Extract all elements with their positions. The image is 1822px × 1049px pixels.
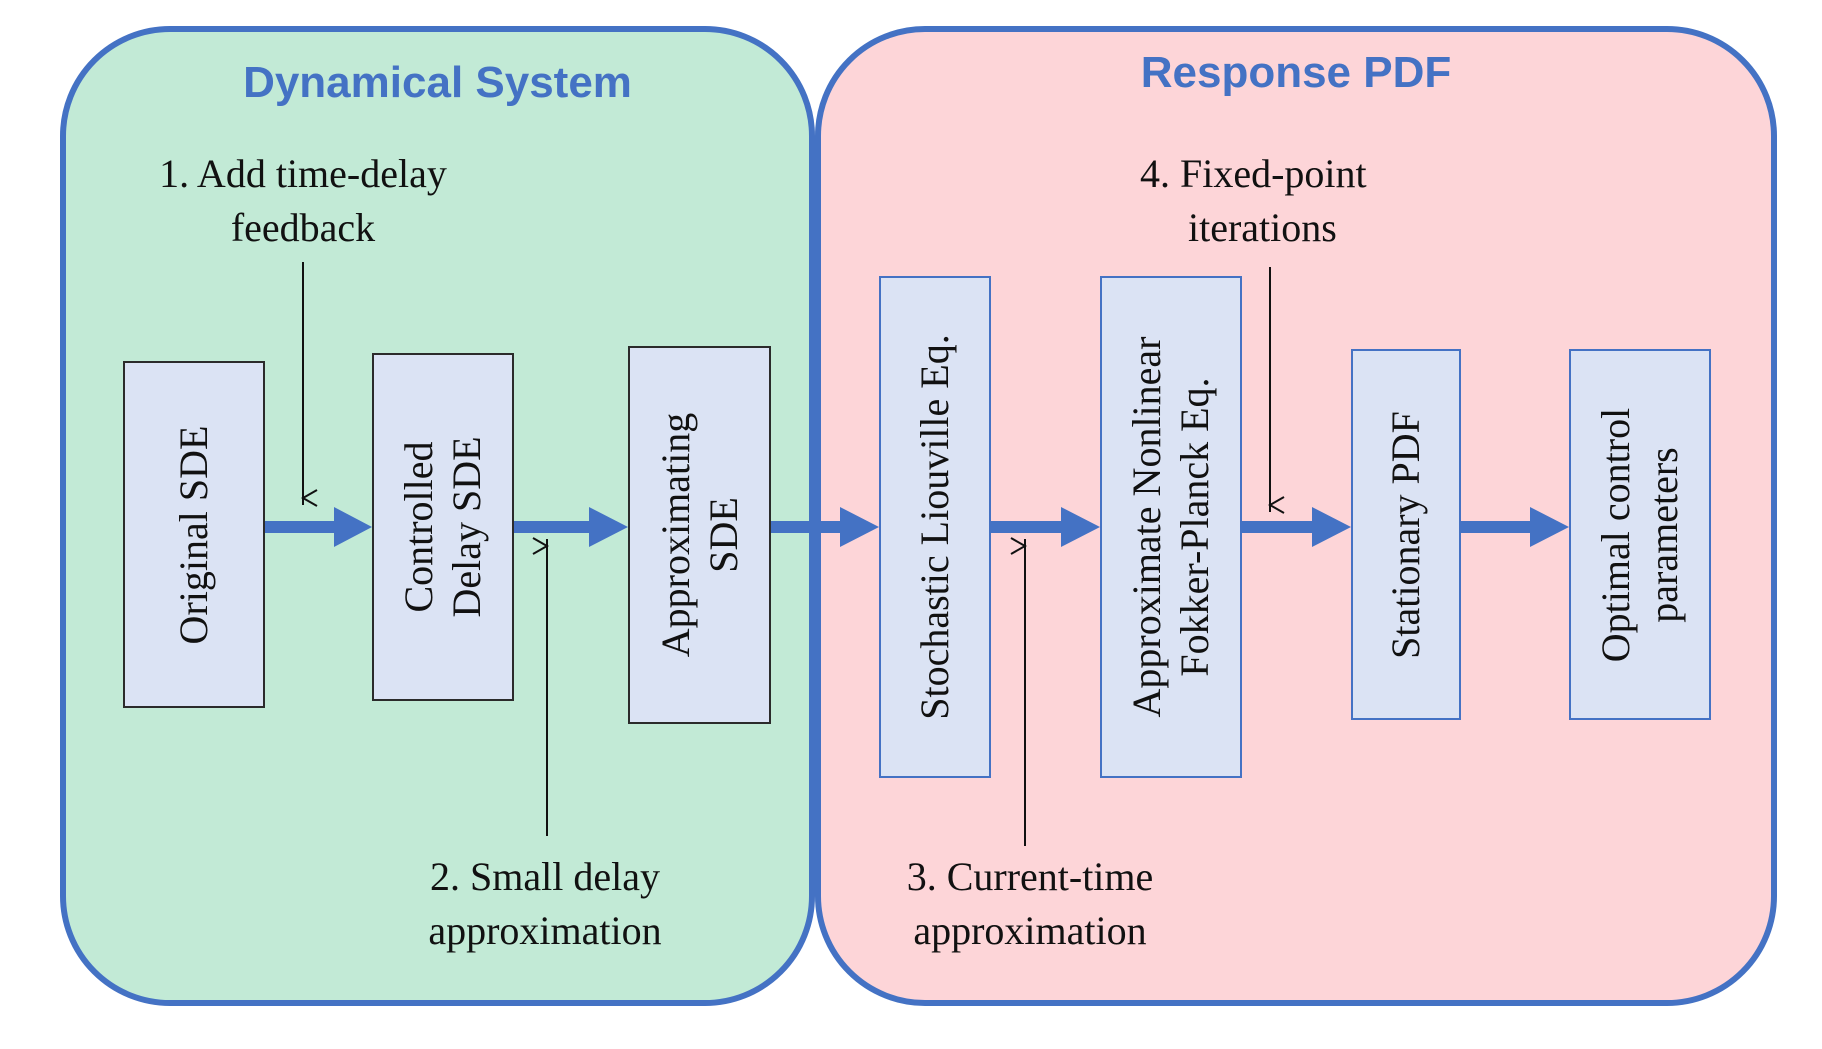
- controlled-delay-sde-label: Controlled Delay SDE: [395, 436, 491, 617]
- stochastic-liouville-line-1: Stochastic Liouville Eq.: [912, 334, 957, 720]
- optimal-control-line-1: Optimal control: [1593, 407, 1638, 662]
- step2-line-1: 2. Small delay: [430, 854, 660, 899]
- fokker-planck-label: Approximate Nonlinear Fokker-Planck Eq.: [1123, 337, 1219, 718]
- original-sde-box: Original SDE: [123, 361, 265, 708]
- step1-line-2: feedback: [230, 205, 376, 250]
- step2-line-2: approximation: [428, 908, 662, 953]
- fokker-planck-line-2: Fokker-Planck Eq.: [1172, 377, 1217, 677]
- controlled-delay-sde-line-1: Controlled: [396, 441, 441, 613]
- step4-line-2: iterations: [1188, 205, 1337, 250]
- response-pdf-title: Response PDF: [1140, 48, 1452, 97]
- stochastic-liouville-box: Stochastic Liouville Eq.: [879, 276, 991, 778]
- optimal-control-line-2: parameters: [1641, 446, 1686, 623]
- stationary-pdf-line-1: Stationary PDF: [1383, 410, 1428, 659]
- original-sde-label: Original SDE: [170, 425, 218, 644]
- optimal-control-label: Optimal control parameters: [1592, 407, 1688, 661]
- step3-line-2: approximation: [913, 908, 1147, 953]
- step4-label: 4. Fixed-point iterations: [1120, 147, 1420, 255]
- step3-line-1: 3. Current-time: [906, 854, 1154, 899]
- optimal-control-box: Optimal control parameters: [1569, 349, 1711, 720]
- fokker-planck-line-1: Approximate Nonlinear: [1124, 336, 1169, 718]
- step4-line-1: 4. Fixed-point: [1140, 151, 1367, 196]
- approximating-sde-line-2: SDE: [700, 497, 746, 573]
- fokker-planck-box: Approximate Nonlinear Fokker-Planck Eq.: [1100, 276, 1242, 778]
- step2-label: 2. Small delay approximation: [385, 850, 705, 958]
- stochastic-liouville-label: Stochastic Liouville Eq.: [911, 334, 959, 720]
- step1-label: 1. Add time-delay feedback: [133, 147, 473, 255]
- step1-line-1: 1. Add time-delay: [159, 151, 447, 196]
- approximating-sde-line-1: Approximating: [652, 412, 698, 658]
- controlled-delay-sde-line-2: Delay SDE: [444, 436, 489, 618]
- approximating-sde-label: Approximating SDE: [652, 413, 748, 657]
- controlled-delay-sde-box: Controlled Delay SDE: [372, 353, 514, 701]
- stationary-pdf-label: Stationary PDF: [1382, 411, 1430, 659]
- approximating-sde-box: Approximating SDE: [628, 346, 771, 724]
- original-sde-line-1: Original SDE: [171, 425, 216, 644]
- dynamical-system-title: Dynamical System: [243, 58, 632, 107]
- step3-label: 3. Current-time approximation: [870, 850, 1190, 958]
- stationary-pdf-box: Stationary PDF: [1351, 349, 1461, 720]
